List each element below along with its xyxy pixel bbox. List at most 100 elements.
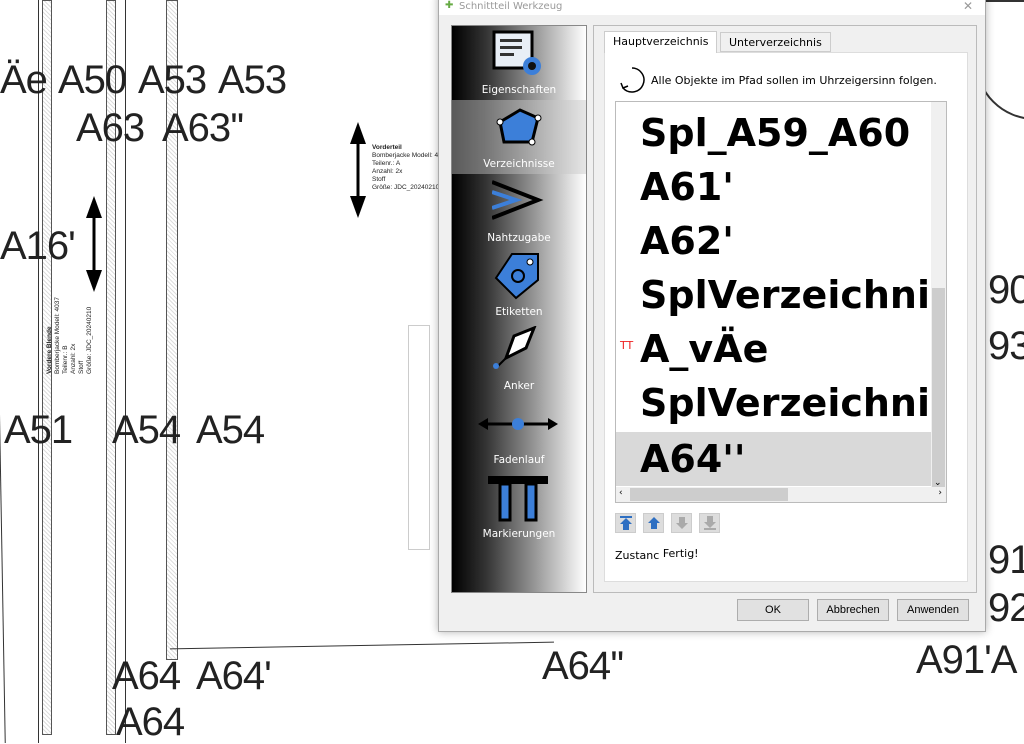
notch-marker-icon: TT bbox=[620, 339, 634, 352]
anchor-pen-icon bbox=[493, 326, 537, 369]
list-item-label: A61' bbox=[640, 165, 734, 209]
move-bottom-button[interactable] bbox=[699, 513, 720, 533]
clockwise-hint: Alle Objekte im Pfad sollen im Uhrzeiger… bbox=[617, 65, 937, 95]
pattern-rect bbox=[408, 325, 430, 550]
list-item[interactable]: A61' bbox=[616, 160, 932, 214]
point-label: A51 bbox=[4, 408, 73, 452]
vertical-scrollbar[interactable]: ⌄ bbox=[931, 102, 946, 488]
sidebar-label: Etiketten bbox=[495, 306, 543, 318]
close-icon[interactable]: ✕ bbox=[962, 0, 973, 13]
list-item[interactable]: A62' bbox=[616, 214, 932, 268]
markings-icon bbox=[488, 476, 548, 522]
apply-button[interactable]: Anwenden bbox=[897, 599, 969, 621]
move-up-icon bbox=[647, 517, 660, 529]
piece-tool-dialog: ✚ Schnittteil Werkzeug ✕ Eigenschaften V… bbox=[438, 0, 986, 632]
app-icon: ✚ bbox=[445, 0, 454, 11]
list-item-label: Spl_A59_A60 bbox=[640, 111, 911, 155]
piece-line: Anzahl: 2x bbox=[70, 343, 77, 374]
pattern-line bbox=[170, 641, 554, 650]
point-label: 92 bbox=[988, 586, 1024, 630]
move-bottom-icon bbox=[703, 516, 716, 530]
list-item-label: A62' bbox=[640, 219, 734, 263]
point-label: A63'' bbox=[162, 106, 244, 150]
seam-allowance bbox=[106, 0, 116, 735]
ok-button[interactable]: OK bbox=[737, 599, 809, 621]
status: Zustanc Fertig! bbox=[615, 547, 699, 562]
sidebar-item-verzeichnisse[interactable]: Verzeichnisse bbox=[452, 100, 586, 174]
chevron-right-icon[interactable]: › bbox=[938, 488, 942, 498]
sidebar-label: Fadenlauf bbox=[493, 454, 545, 466]
move-top-icon bbox=[619, 516, 632, 530]
grainline-icon bbox=[478, 418, 558, 430]
status-value: Fertig! bbox=[662, 547, 699, 560]
move-top-button[interactable] bbox=[615, 513, 636, 533]
piece-line: Größe: JDC_20240210 bbox=[372, 184, 440, 191]
list-item-label: A64'' bbox=[640, 437, 746, 481]
sidebar-label: Nahtzugabe bbox=[487, 232, 551, 244]
sidebar: Eigenschaften Verzeichnisse Nahtzugabe E… bbox=[451, 25, 587, 593]
point-label: A64' bbox=[196, 654, 272, 698]
list-item[interactable]: SplVerzeichnis bbox=[616, 376, 932, 430]
move-up-button[interactable] bbox=[643, 513, 664, 533]
sidebar-item-eigenschaften[interactable]: Eigenschaften bbox=[452, 26, 586, 100]
chevron-down-icon[interactable]: ⌄ bbox=[934, 478, 942, 488]
piece-line: Anzahl: 2x bbox=[372, 168, 403, 175]
point-label: A64'' bbox=[542, 644, 624, 688]
point-label: A53 bbox=[138, 58, 207, 102]
point-label: A91'A bbox=[916, 638, 1017, 682]
point-label: A54 bbox=[112, 408, 181, 452]
dialog-title: Schnittteil Werkzeug bbox=[459, 1, 563, 12]
list-item-label: SplVerzeichnis bbox=[640, 273, 932, 317]
point-label: Äe bbox=[0, 58, 48, 102]
chevron-left-icon[interactable]: ‹ bbox=[619, 488, 623, 498]
point-label: A53 bbox=[218, 58, 287, 102]
list-item-selected[interactable]: A64'' bbox=[616, 432, 932, 486]
seam-allowance bbox=[42, 0, 52, 735]
piece-title: Vordere Blende bbox=[46, 326, 53, 374]
path-icon bbox=[496, 108, 542, 146]
horizontal-scrollbar[interactable]: ‹› bbox=[616, 487, 946, 502]
move-down-button[interactable] bbox=[671, 513, 692, 533]
grainline-arrow bbox=[350, 122, 366, 218]
tab-hauptverzeichnis[interactable]: Hauptverzeichnis bbox=[604, 31, 718, 53]
path-list[interactable]: Spl_A59_A60 A61' A62' SplVerzeichnis TT A… bbox=[615, 101, 947, 503]
sidebar-label: Anker bbox=[503, 380, 535, 392]
pattern-line bbox=[38, 0, 39, 743]
seam-allowance bbox=[166, 0, 178, 660]
grainline-arrow bbox=[86, 196, 102, 292]
point-label: A54 bbox=[196, 408, 265, 452]
point-label: A64 bbox=[112, 654, 181, 698]
list-item[interactable]: Spl_A59_A60 bbox=[616, 106, 932, 160]
content-panel: Hauptverzeichnis Unterverzeichnis Alle O… bbox=[593, 25, 977, 593]
status-label: Zustanc bbox=[615, 549, 660, 562]
point-label: 91 bbox=[988, 538, 1024, 582]
point-label: A63 bbox=[76, 106, 145, 150]
seam-allowance-icon bbox=[492, 180, 544, 220]
point-label: A64 bbox=[116, 700, 185, 744]
list-item[interactable]: SplVerzeichnis bbox=[616, 268, 932, 322]
piece-line: Teilenr.: B bbox=[62, 345, 69, 374]
list-item[interactable]: TT A_vÄe bbox=[616, 322, 932, 376]
piece-info-facing: Vordere Blende Bomberjacke Modell: 4037 … bbox=[46, 274, 94, 374]
point-label: 93A bbox=[988, 324, 1024, 368]
label-tag-icon bbox=[494, 253, 539, 300]
sidebar-item-anker[interactable]: Anker bbox=[452, 322, 586, 396]
list-item-label: A_vÄe bbox=[640, 327, 769, 371]
sidebar-label: Markierungen bbox=[482, 528, 556, 540]
piece-info-front: Vorderteil Bomberjacke Modell: 4 Teilenr… bbox=[372, 144, 439, 192]
sidebar-item-nahtzugabe[interactable]: Nahtzugabe bbox=[452, 174, 586, 248]
sidebar-label: Eigenschaften bbox=[481, 84, 557, 96]
scroll-thumb[interactable] bbox=[932, 288, 945, 488]
tab-unterverzeichnis[interactable]: Unterverzeichnis bbox=[720, 32, 831, 52]
sidebar-item-markierungen[interactable]: Markierungen bbox=[452, 470, 586, 544]
scroll-thumb[interactable] bbox=[630, 488, 788, 501]
sidebar-item-fadenlauf[interactable]: Fadenlauf bbox=[452, 396, 586, 470]
list-item-label: SplVerzeichnis bbox=[640, 381, 932, 425]
point-label: A50 bbox=[58, 58, 127, 102]
tab-content: Alle Objekte im Pfad sollen im Uhrzeiger… bbox=[604, 52, 968, 582]
sidebar-item-etiketten[interactable]: Etiketten bbox=[452, 248, 586, 322]
point-label: A16' bbox=[0, 224, 76, 268]
piece-line: Bomberjacke Modell: 4037 bbox=[54, 297, 61, 374]
cancel-button[interactable]: Abbrechen bbox=[817, 599, 889, 621]
title-bar: ✚ Schnittteil Werkzeug ✕ bbox=[439, 0, 985, 15]
